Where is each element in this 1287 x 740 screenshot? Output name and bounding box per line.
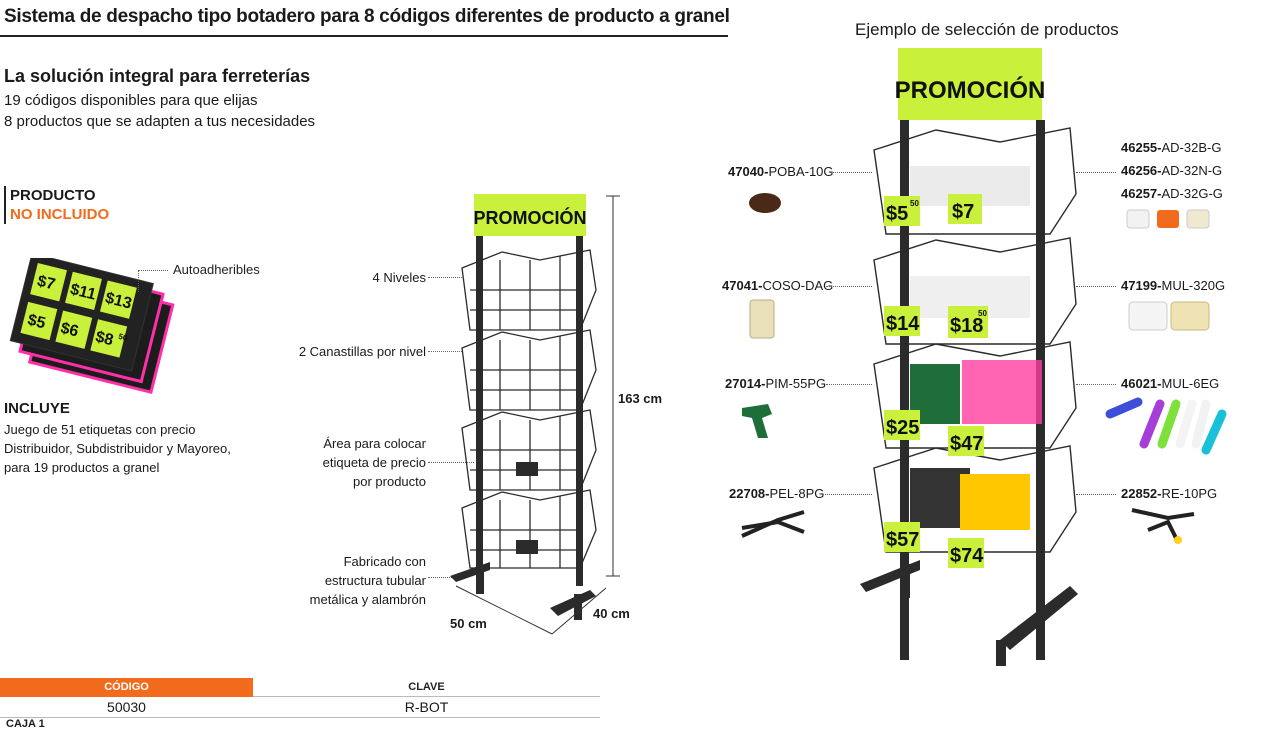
price-tag: $25 bbox=[886, 417, 919, 439]
price-tag: $5 bbox=[886, 203, 908, 225]
product-code-27014: 27014-PIM-55PG bbox=[725, 376, 827, 391]
product-code-46256: 46256-AD-32N-G bbox=[1121, 163, 1223, 178]
pliers-icon bbox=[741, 510, 805, 538]
callout-line: etiqueta de precio bbox=[322, 455, 426, 470]
clave-header: CLAVE bbox=[253, 678, 600, 697]
product-code-22852: 22852-RE-10PG bbox=[1121, 486, 1218, 501]
clave-cell: R-BOT bbox=[253, 696, 600, 718]
riveter-icon bbox=[1131, 508, 1195, 544]
product-note-line2: NO INCLUIDO bbox=[10, 206, 110, 223]
sticker-price: $7 bbox=[35, 273, 56, 294]
width-dimension: 50 cm bbox=[450, 616, 487, 631]
table-row: 50030 R-BOT bbox=[0, 696, 600, 718]
product-note-line1: PRODUCTO bbox=[10, 187, 96, 204]
price-tag: $7 bbox=[952, 201, 974, 223]
leader-line bbox=[1076, 494, 1116, 495]
rack-diagram: PROMOCIÓN bbox=[450, 194, 620, 635]
sticker-sheets-image: $7 $11 $13 $5 $6 $8 50 bbox=[9, 258, 175, 395]
callout-line: estructura tubular bbox=[324, 573, 426, 588]
sticker-price: $13 bbox=[103, 290, 133, 313]
leader-line bbox=[138, 270, 168, 271]
price-tag: $47 bbox=[950, 433, 983, 455]
subline-codes: 19 códigos disponibles para que elijas bbox=[4, 92, 258, 109]
product-code-47041: 47041-COSO-DAG bbox=[722, 278, 834, 293]
callout-line: por producto bbox=[353, 474, 426, 489]
includes-line: para 19 productos a granel bbox=[4, 460, 160, 475]
product-code-47199: 47199-MUL-320G bbox=[1121, 278, 1226, 293]
page-title: Sistema de despacho tipo botadero para 8… bbox=[4, 6, 730, 27]
sticker-cents: 50 bbox=[117, 332, 128, 343]
leader-line bbox=[138, 270, 139, 292]
promo-sign bbox=[898, 48, 1042, 120]
sticker-price: $6 bbox=[59, 320, 80, 341]
promo-sign-text: PROMOCIÓN bbox=[473, 207, 586, 228]
sticker-price: $11 bbox=[68, 281, 97, 304]
title-divider bbox=[0, 35, 728, 37]
leader-line bbox=[428, 462, 474, 463]
code-cell: 50030 bbox=[0, 696, 253, 718]
promo-sign bbox=[474, 194, 586, 236]
leader-line bbox=[1076, 172, 1116, 173]
price-tag-cents: 50 bbox=[978, 309, 987, 318]
subline-products: 8 productos que se adapten a tus necesid… bbox=[4, 113, 316, 130]
levels-label: 4 Niveles bbox=[372, 270, 426, 285]
adapter-icons bbox=[1126, 209, 1210, 229]
leader-line bbox=[1076, 286, 1116, 287]
sticker-price: $5 bbox=[26, 312, 47, 333]
box-quantity: CAJA 1 bbox=[6, 718, 45, 730]
leader-line bbox=[826, 384, 872, 385]
leader-line bbox=[822, 494, 872, 495]
price-tag-cents: 50 bbox=[910, 199, 919, 208]
callout-line: metálica y alambrón bbox=[309, 592, 426, 607]
includes-text: Juego de 51 etiquetas con precio Distrib… bbox=[4, 420, 231, 477]
leader-line bbox=[826, 286, 872, 287]
product-table: CÓDIGO CLAVE 50030 R-BOT bbox=[0, 678, 600, 718]
includes-line: Juego de 51 etiquetas con precio bbox=[4, 422, 196, 437]
stocked-rack-image: PROMOCIÓN $5 50 $7 $14 $18 50 $25 $47 $5… bbox=[860, 48, 1078, 666]
product-code-46021: 46021-MUL-6EG bbox=[1121, 376, 1220, 391]
callout-line: Área para colocar bbox=[323, 436, 426, 451]
price-tag: $14 bbox=[886, 313, 920, 335]
product-code-47040: 47040-POBA-10G bbox=[728, 164, 834, 179]
product-code-46257: 46257-AD-32G-G bbox=[1121, 186, 1223, 201]
material-label: Fabricado con estructura tubular metálic… bbox=[270, 552, 426, 609]
includes-heading: INCLUYE bbox=[4, 400, 70, 417]
price-area-label: Área para colocar etiqueta de precio por… bbox=[270, 434, 426, 491]
power-strip-icons bbox=[1105, 397, 1227, 455]
autoadheribles-label: Autoadheribles bbox=[173, 262, 260, 277]
price-tag: $57 bbox=[886, 529, 919, 551]
headline: La solución integral para ferreterías bbox=[4, 66, 311, 86]
baskets-label: 2 Canastillas por nivel bbox=[298, 344, 426, 359]
leader-line bbox=[428, 351, 462, 352]
promo-sign-text: PROMOCIÓN bbox=[895, 76, 1046, 104]
includes-line: Distribuidor, Subdistribuidor y Mayoreo, bbox=[4, 441, 231, 456]
leader-line bbox=[1076, 384, 1116, 385]
callout-line: Fabricado con bbox=[343, 554, 426, 569]
table-header-row: CÓDIGO CLAVE bbox=[0, 678, 600, 697]
leader-line bbox=[428, 277, 462, 278]
depth-dimension: 40 cm bbox=[593, 606, 630, 621]
product-code-22708: 22708-PEL-8PG bbox=[729, 486, 825, 501]
multiplug-icons bbox=[1128, 301, 1210, 331]
height-dimension: 163 cm bbox=[618, 391, 663, 406]
product-note-bar bbox=[4, 186, 6, 224]
leader-line bbox=[428, 577, 454, 578]
socket-icon bbox=[749, 193, 781, 213]
product-code-46255: 46255-AD-32B-G bbox=[1121, 140, 1222, 155]
outlet-icon bbox=[749, 299, 775, 339]
code-header: CÓDIGO bbox=[0, 678, 253, 697]
sticker-price: $8 bbox=[94, 328, 115, 349]
price-tag: $18 bbox=[950, 315, 983, 337]
leader-line bbox=[830, 172, 872, 173]
example-title: Ejemplo de selección de productos bbox=[855, 20, 1119, 39]
price-tag: $74 bbox=[950, 545, 984, 567]
product-note: PRODUCTO NO INCLUIDO bbox=[10, 186, 109, 224]
spray-nozzle-icon bbox=[742, 404, 772, 438]
